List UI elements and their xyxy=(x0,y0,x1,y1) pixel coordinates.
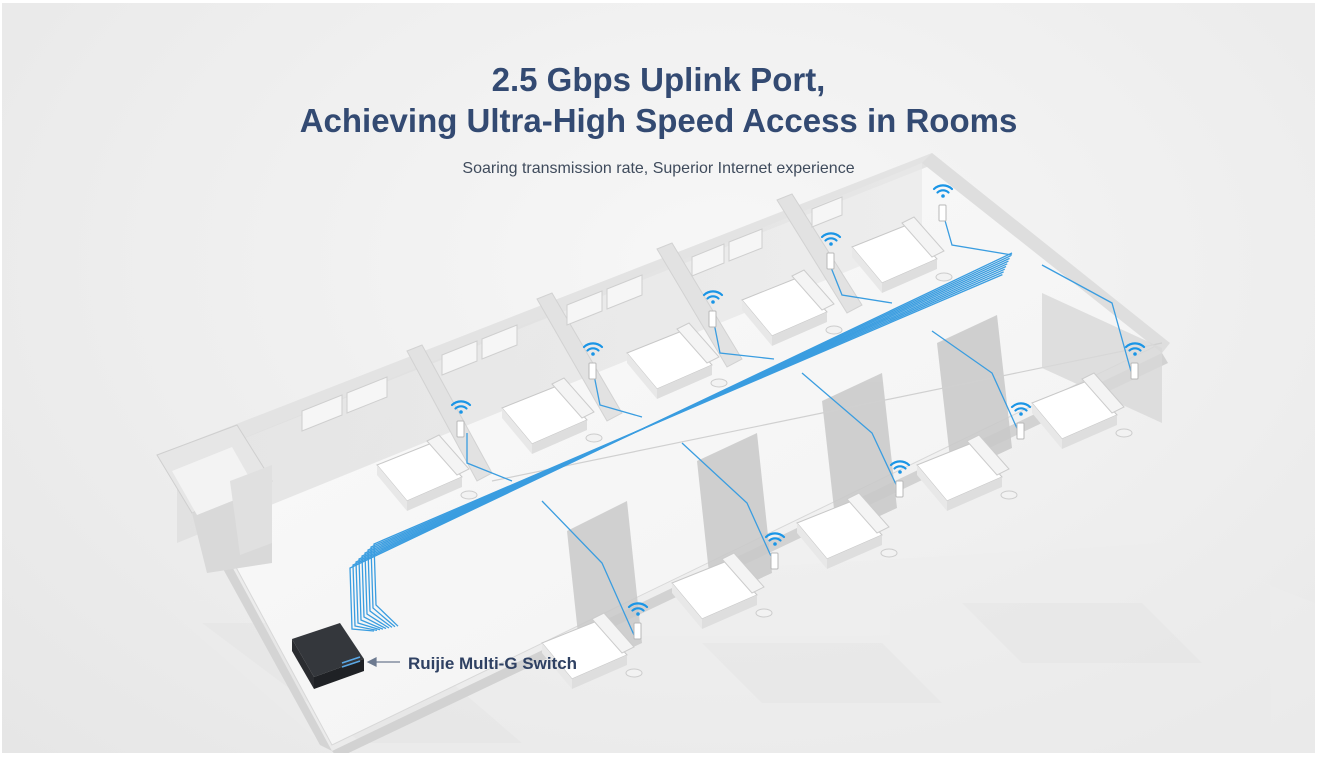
access-point-icon xyxy=(770,552,779,570)
cable-bundle xyxy=(349,252,1013,632)
access-point-icon xyxy=(588,362,597,380)
bed-icon xyxy=(541,612,643,689)
access-points xyxy=(456,204,1139,640)
bed-icon xyxy=(626,322,728,399)
title-line-1: 2.5 Gbps Uplink Port, xyxy=(491,61,826,98)
beds-front-row xyxy=(541,372,1133,689)
back-partitions xyxy=(406,193,863,482)
wifi-icon xyxy=(764,532,786,546)
wifi-icon xyxy=(820,232,842,246)
title-line-2: Achieving Ultra-High Speed Access in Roo… xyxy=(299,102,1018,139)
bed-icon xyxy=(796,492,898,569)
access-point-icon xyxy=(1016,422,1025,440)
diagram-stage: 2.5 Gbps Uplink Port, Achieving Ultra-Hi… xyxy=(2,3,1315,753)
access-point-icon xyxy=(708,310,717,328)
page-title: 2.5 Gbps Uplink Port, Achieving Ultra-Hi… xyxy=(2,59,1315,141)
access-point-icon xyxy=(895,480,904,498)
page-subtitle: Soaring transmission rate, Superior Inte… xyxy=(462,160,855,177)
wifi-icon xyxy=(702,290,724,304)
floor-plan-illustration xyxy=(156,153,1315,753)
access-point-icon xyxy=(633,622,642,640)
cable-line xyxy=(373,274,1003,627)
switch-label: Ruijie Multi-G Switch xyxy=(408,654,578,673)
branch-cables xyxy=(466,216,1133,636)
switch-icon xyxy=(292,623,364,689)
access-point-icon xyxy=(938,204,947,222)
windows xyxy=(301,196,843,432)
bed-icon xyxy=(501,377,603,454)
beds-back-row xyxy=(376,216,953,511)
stairwell xyxy=(156,424,273,573)
wifi-icon xyxy=(932,184,954,198)
wifi-icon xyxy=(450,400,472,414)
bed-icon xyxy=(741,269,843,346)
wifi-icon xyxy=(627,602,649,616)
bed-icon xyxy=(376,434,478,511)
access-point-icon xyxy=(826,252,835,270)
access-point-icon xyxy=(456,420,465,438)
wifi-icons xyxy=(450,184,1146,616)
wifi-icon xyxy=(582,342,604,356)
wifi-icon xyxy=(889,460,911,474)
wifi-icon xyxy=(1124,342,1146,356)
bed-icon xyxy=(851,216,953,293)
wifi-icon xyxy=(1010,402,1032,416)
bed-icon xyxy=(1031,372,1133,449)
access-point-icon xyxy=(1130,362,1139,380)
bed-icon xyxy=(671,552,773,629)
switch-pointer xyxy=(366,657,400,667)
bed-icon xyxy=(916,434,1018,511)
